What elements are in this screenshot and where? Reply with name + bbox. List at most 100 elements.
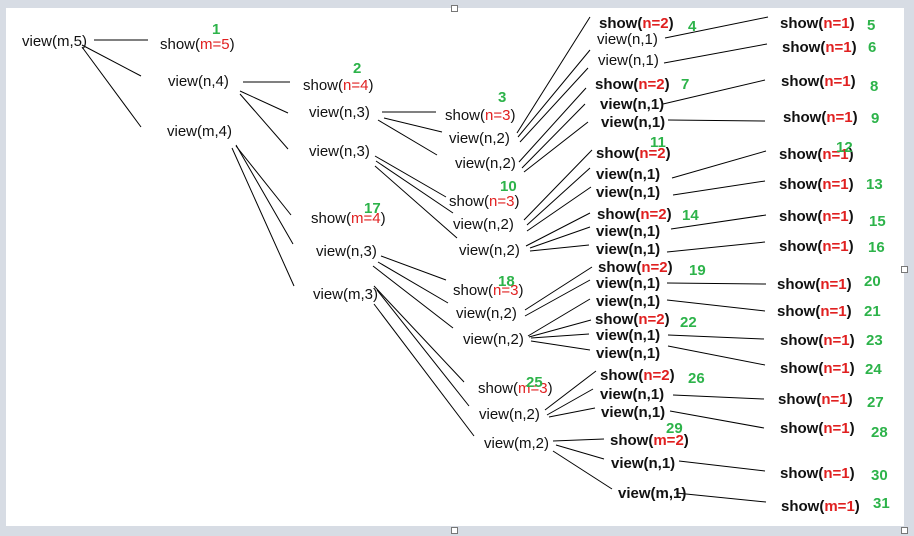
call-node-n30: view(n,1)	[596, 241, 660, 258]
call-node-n0: view(m,5)	[22, 33, 87, 50]
execution-order-label: 27	[867, 394, 884, 411]
call-node-n23: show(n=2)	[596, 145, 671, 162]
tree-edge	[671, 150, 767, 179]
call-node-n27: show(n=1)	[779, 176, 854, 193]
call-node-n34: view(n,3)	[316, 243, 377, 260]
tree-edge	[517, 49, 591, 138]
execution-order-label: 30	[871, 467, 888, 484]
execution-order-label: 3	[498, 89, 506, 106]
execution-order-label: 17	[364, 200, 381, 217]
call-node-n10: show(n=2)	[599, 15, 674, 32]
tree-edge	[666, 299, 766, 312]
tree-edge	[235, 144, 294, 245]
execution-order-label: 25	[526, 374, 543, 391]
tree-edge	[377, 261, 449, 304]
call-node-n36: show(n=3)	[453, 282, 523, 299]
call-node-n2: view(n,4)	[168, 73, 229, 90]
call-node-n14: show(n=1)	[782, 39, 857, 56]
call-node-n43: show(n=1)	[777, 303, 852, 320]
tree-edge	[663, 43, 768, 64]
call-node-n18: show(n=1)	[781, 73, 856, 90]
call-node-n44: show(n=2)	[595, 311, 670, 328]
tree-edge	[670, 214, 767, 230]
call-node-n21: view(n,2)	[453, 216, 514, 233]
tree-edge	[235, 145, 292, 216]
tree-edge	[675, 492, 767, 503]
call-node-n16: view(n,1)	[600, 96, 664, 113]
tree-edge	[555, 444, 605, 460]
call-node-n61: show(m=1)	[781, 498, 860, 515]
tree-edge	[528, 319, 592, 338]
call-node-n24: view(n,1)	[596, 166, 660, 183]
resize-handle-bottom[interactable]	[451, 527, 458, 534]
tree-edge	[81, 46, 142, 128]
call-node-n42: show(n=1)	[777, 276, 852, 293]
call-node-n17: view(n,1)	[601, 114, 665, 131]
execution-order-label: 24	[865, 361, 882, 378]
call-node-n31: show(n=1)	[779, 208, 854, 225]
tree-edge	[380, 255, 447, 281]
call-node-n22: view(n,2)	[459, 242, 520, 259]
execution-order-label: 12	[836, 139, 853, 156]
call-node-n59: view(m,1)	[618, 485, 686, 502]
call-node-n51: view(m,2)	[484, 435, 549, 452]
execution-order-label: 2	[353, 60, 361, 77]
call-node-n35: view(m,3)	[313, 286, 378, 303]
execution-order-label: 8	[870, 78, 878, 95]
tree-edge	[523, 121, 589, 173]
tree-edge	[544, 370, 597, 411]
tree-edge	[372, 265, 454, 329]
tree-edge	[662, 79, 766, 105]
call-node-n49: show(m=3)	[478, 380, 553, 397]
call-node-n55: show(n=1)	[778, 391, 853, 408]
execution-order-label: 29	[666, 420, 683, 437]
tree-edge	[518, 87, 587, 163]
tree-edge	[523, 149, 593, 221]
tree-edge	[678, 460, 766, 472]
execution-order-label: 23	[866, 332, 883, 349]
tree-edge	[524, 266, 593, 311]
call-node-n46: view(n,1)	[596, 345, 660, 362]
call-node-n3: view(m,4)	[167, 123, 232, 140]
call-node-n8: view(n,2)	[449, 130, 510, 147]
tree-edge	[374, 155, 447, 198]
execution-order-label: 16	[868, 239, 885, 256]
execution-order-label: 26	[688, 370, 705, 387]
tree-edge	[376, 289, 470, 407]
call-node-n5: view(n,3)	[309, 104, 370, 121]
call-node-n4: show(n=4)	[303, 77, 373, 94]
call-node-n1: show(m=5)	[160, 36, 235, 53]
call-node-n15: show(n=2)	[595, 76, 670, 93]
call-node-n20: show(n=3)	[449, 193, 519, 210]
resize-handle-bottom-right[interactable]	[901, 527, 908, 534]
call-node-n33: show(m=4)	[311, 210, 386, 227]
tree-edge	[239, 93, 289, 150]
tree-edge	[525, 212, 591, 247]
call-node-n25: view(n,1)	[596, 184, 660, 201]
call-node-n57: show(m=2)	[610, 432, 689, 449]
tree-edge	[666, 282, 767, 285]
resize-handle-top[interactable]	[451, 5, 458, 12]
call-node-n6: view(n,3)	[309, 143, 370, 160]
execution-order-label: 5	[867, 17, 875, 34]
execution-order-label: 18	[498, 273, 515, 290]
resize-handle-right[interactable]	[901, 266, 908, 273]
tree-edge	[552, 450, 613, 490]
call-node-n40: view(n,1)	[596, 275, 660, 292]
tree-edge	[373, 285, 465, 383]
tree-edge	[516, 16, 591, 134]
tree-edge	[526, 186, 592, 232]
call-node-n26: show(n=1)	[779, 146, 854, 163]
tree-edge	[546, 388, 594, 416]
execution-order-label: 28	[871, 424, 888, 441]
call-node-n54: view(n,1)	[601, 404, 665, 421]
tree-edge	[239, 90, 289, 114]
call-node-n53: view(n,1)	[600, 386, 664, 403]
tree-edge	[530, 340, 591, 351]
tree-edge	[672, 394, 765, 400]
tree-edge	[664, 16, 769, 39]
tree-edge	[667, 334, 765, 340]
tree-edge	[374, 165, 458, 239]
tree-edge	[529, 226, 591, 249]
